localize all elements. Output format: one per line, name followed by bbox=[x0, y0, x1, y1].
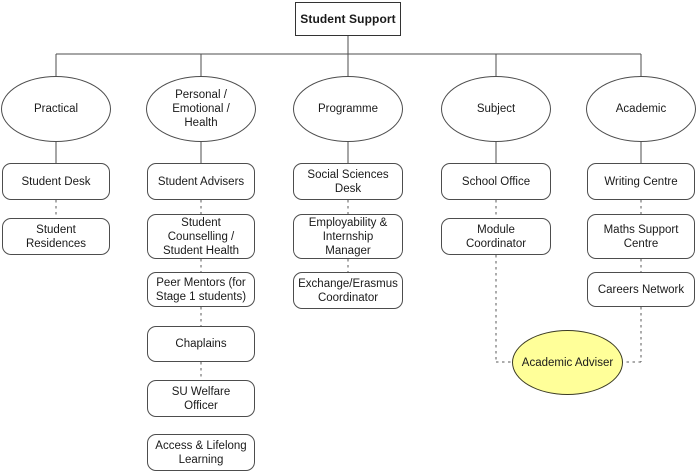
service-node-student-residences[interactable]: Student Residences bbox=[2, 218, 110, 255]
service-label-student-counselling-student-health: Student Counselling / Student Health bbox=[162, 216, 240, 257]
category-node-personal-emotional-health[interactable]: Personal / Emotional / Health bbox=[146, 76, 256, 142]
service-label-access-lifelong-learning: Access & Lifelong Learning bbox=[155, 439, 247, 466]
service-node-school-office[interactable]: School Office bbox=[441, 163, 551, 200]
category-node-programme[interactable]: Programme bbox=[293, 76, 403, 142]
category-label-subject: Subject bbox=[476, 103, 516, 115]
service-node-student-advisers[interactable]: Student Advisers bbox=[147, 163, 255, 200]
service-node-careers-network[interactable]: Careers Network bbox=[587, 272, 695, 307]
service-node-chaplains[interactable]: Chaplains bbox=[147, 326, 255, 362]
highlight-node-academic-adviser[interactable]: Academic Adviser bbox=[512, 330, 623, 395]
service-label-maths-support-centre: Maths Support Centre bbox=[603, 223, 679, 250]
highlight-label-academic-adviser: Academic Adviser bbox=[521, 356, 614, 369]
service-node-maths-support-centre[interactable]: Maths Support Centre bbox=[587, 214, 695, 259]
service-node-student-desk[interactable]: Student Desk bbox=[2, 163, 110, 200]
service-node-peer-mentors[interactable]: Peer Mentors (for Stage 1 students) bbox=[147, 272, 255, 307]
service-label-su-welfare-officer: SU Welfare Officer bbox=[171, 385, 231, 412]
service-node-access-lifelong-learning[interactable]: Access & Lifelong Learning bbox=[147, 434, 255, 471]
service-label-writing-centre: Writing Centre bbox=[604, 175, 678, 188]
category-label-programme: Programme bbox=[317, 103, 379, 115]
category-label-academic: Academic bbox=[615, 103, 667, 115]
service-label-student-residences: Student Residences bbox=[25, 223, 87, 250]
service-label-careers-network: Careers Network bbox=[597, 283, 685, 296]
root-node-label: Student Support bbox=[300, 12, 396, 26]
service-node-su-welfare-officer[interactable]: SU Welfare Officer bbox=[147, 380, 255, 417]
category-node-practical[interactable]: Practical bbox=[1, 76, 111, 142]
service-label-exchange-erasmus-coordinator: Exchange/Erasmus Coordinator bbox=[298, 277, 398, 304]
service-label-peer-mentors: Peer Mentors (for Stage 1 students) bbox=[155, 276, 247, 303]
service-node-employability-internship-manager[interactable]: Employability & Internship Manager bbox=[293, 214, 403, 259]
category-node-subject[interactable]: Subject bbox=[441, 76, 551, 142]
service-label-student-advisers: Student Advisers bbox=[157, 175, 245, 188]
category-node-academic[interactable]: Academic bbox=[586, 76, 696, 142]
root-node-student-support[interactable]: Student Support bbox=[295, 2, 401, 36]
service-label-employability-internship-manager: Employability & Internship Manager bbox=[308, 216, 388, 257]
service-label-student-desk: Student Desk bbox=[21, 175, 91, 188]
service-node-writing-centre[interactable]: Writing Centre bbox=[587, 163, 695, 200]
service-label-module-coordinator: Module Coordinator bbox=[465, 223, 527, 250]
category-label-personal-emotional-health: Personal / Emotional / Health bbox=[172, 89, 230, 129]
service-node-student-counselling-student-health[interactable]: Student Counselling / Student Health bbox=[147, 214, 255, 259]
service-label-school-office: School Office bbox=[461, 175, 531, 188]
service-node-exchange-erasmus-coordinator[interactable]: Exchange/Erasmus Coordinator bbox=[293, 272, 403, 309]
service-node-module-coordinator[interactable]: Module Coordinator bbox=[441, 218, 551, 255]
category-label-practical: Practical bbox=[33, 103, 79, 115]
service-node-social-sciences-desk[interactable]: Social Sciences Desk bbox=[293, 163, 403, 200]
service-label-chaplains: Chaplains bbox=[175, 338, 227, 350]
service-label-social-sciences-desk: Social Sciences Desk bbox=[307, 168, 389, 195]
